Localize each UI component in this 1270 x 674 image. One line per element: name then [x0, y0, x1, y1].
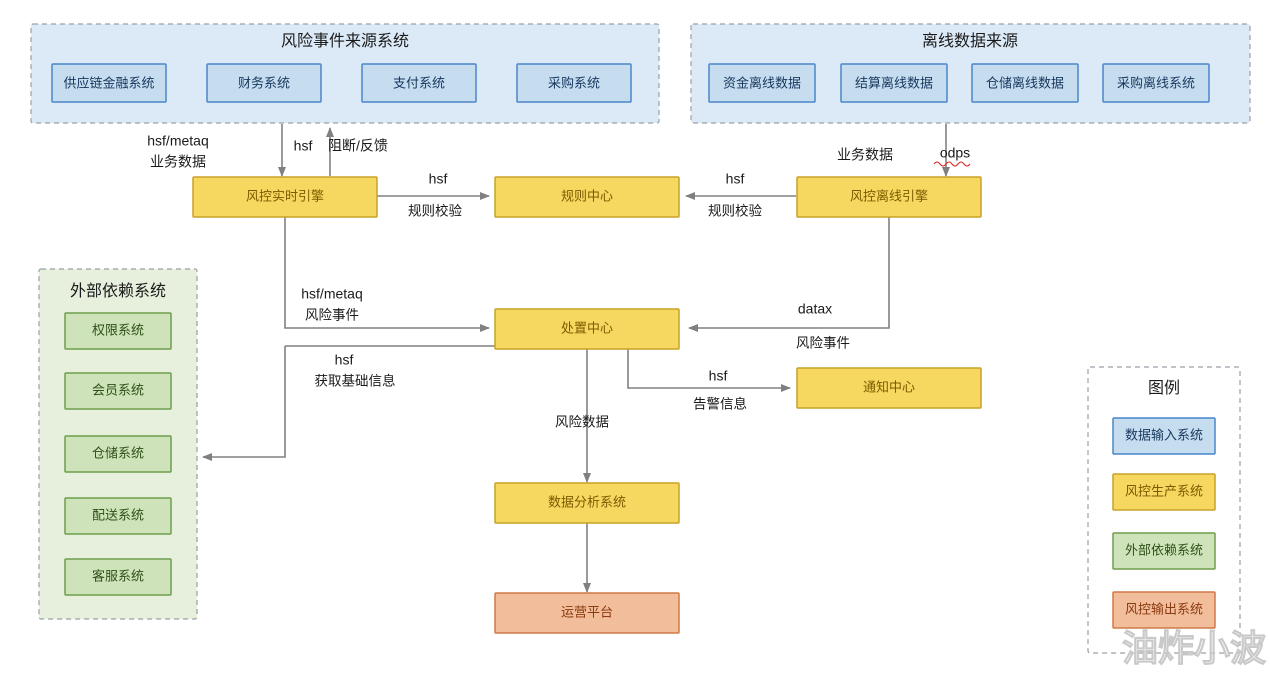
- legend-swatch: [1112, 417, 1216, 455]
- node-label: 仓储系统: [92, 445, 144, 460]
- node-label: 支付系统: [393, 75, 445, 90]
- node-label: 风控实时引擎: [246, 188, 324, 203]
- node-label: 风控离线引擎: [850, 188, 928, 203]
- node-permission-system[interactable]: 权限系统: [64, 312, 172, 350]
- edge-labels: hsf/metaq 业务数据 hsf 阻断/反馈 hsf 规则校验 hsf 规则…: [147, 133, 971, 430]
- legend-swatch: [1112, 473, 1216, 511]
- node-label: 规则中心: [561, 188, 613, 203]
- legend-item-input-system: 数据输入系统: [1112, 417, 1216, 455]
- label-src-to-realtime-protocol: hsf/metaq: [147, 133, 208, 149]
- label-realtime-external-action: 获取基础信息: [315, 373, 396, 389]
- legend-swatch: [1112, 591, 1216, 629]
- node-notify-center[interactable]: 通知中心: [796, 367, 982, 409]
- legend-item-external-system: 外部依赖系统: [1112, 532, 1216, 570]
- node-label: 供应链金融系统: [63, 75, 154, 90]
- risk-sources-panel: [30, 23, 660, 124]
- node-label: 采购离线系统: [1117, 75, 1195, 90]
- node-offline-engine[interactable]: 风控离线引擎: [796, 176, 982, 218]
- label-feedback-protocol: hsf: [294, 138, 313, 154]
- legend-label: 数据输入系统: [1125, 427, 1203, 442]
- node-finance-system[interactable]: 财务系统: [206, 63, 322, 103]
- label-realtime-external-protocol: hsf: [335, 352, 354, 368]
- offline-sources-title: 离线数据来源: [922, 32, 1018, 50]
- edge-to-external-systems: [202, 346, 286, 461]
- label-realtime-rule-action: 规则校验: [408, 203, 462, 219]
- label-offline-disposal-payload: 风险事件: [796, 336, 850, 351]
- edge-disposal-to-notify: [627, 349, 791, 392]
- external-title: 外部依赖系统: [70, 282, 166, 300]
- node-label: 数据分析系统: [548, 494, 626, 509]
- node-label: 通知中心: [863, 379, 915, 394]
- label-offline-rule-action: 规则校验: [708, 203, 762, 219]
- group-risk-event-sources: 风险事件来源系统 供应链金融系统 财务系统 支付系统 采购系统: [30, 23, 660, 124]
- node-label: 仓储离线数据: [986, 75, 1064, 90]
- node-label: 采购系统: [548, 75, 600, 90]
- group-offline-data-sources: 离线数据来源 资金离线数据 结算离线数据 仓储离线数据 采购离线系统: [690, 23, 1251, 124]
- node-procurement-system[interactable]: 采购系统: [516, 63, 632, 103]
- node-fund-offline-data[interactable]: 资金离线数据: [708, 63, 816, 103]
- node-realtime-engine[interactable]: 风控实时引擎: [192, 176, 378, 218]
- label-offline-disposal-protocol: datax: [798, 301, 832, 317]
- risk-sources-title: 风险事件来源系统: [281, 32, 409, 50]
- label-disposal-notify-payload: 告警信息: [693, 396, 747, 412]
- node-ops-platform[interactable]: 运营平台: [494, 592, 680, 634]
- group-external-dependencies: 外部依赖系统 权限系统 会员系统 仓储系统 配送系统 客服系统: [38, 268, 198, 620]
- label-realtime-disposal-protocol: hsf/metaq: [301, 286, 362, 302]
- edge-offline-to-disposal: [688, 217, 890, 332]
- node-customer-service-system[interactable]: 客服系统: [64, 558, 172, 596]
- node-label: 财务系统: [238, 75, 290, 90]
- label-disposal-notify-protocol: hsf: [709, 368, 728, 384]
- legend-label: 外部依赖系统: [1125, 542, 1203, 557]
- node-delivery-system[interactable]: 配送系统: [64, 497, 172, 535]
- label-src-to-realtime-payload: 业务数据: [150, 154, 206, 170]
- node-label: 配送系统: [92, 507, 144, 522]
- label-disposal-analysis-payload: 风险数据: [555, 415, 609, 430]
- legend-label: 风控输出系统: [1125, 601, 1203, 616]
- node-procurement-offline-system[interactable]: 采购离线系统: [1102, 63, 1210, 103]
- node-warehouse-system[interactable]: 仓储系统: [64, 435, 172, 473]
- watermark: 油炸小波: [1122, 628, 1266, 669]
- node-disposal-center[interactable]: 处置中心: [494, 308, 680, 350]
- node-rule-center[interactable]: 规则中心: [494, 176, 680, 218]
- node-payment-system[interactable]: 支付系统: [361, 63, 477, 103]
- label-feedback-text: 阻断/反馈: [328, 138, 388, 154]
- node-member-system[interactable]: 会员系统: [64, 372, 172, 410]
- node-label: 会员系统: [92, 382, 144, 397]
- node-label: 处置中心: [561, 320, 613, 335]
- label-offline-source-payload: 业务数据: [837, 147, 893, 163]
- label-offline-rule-protocol: hsf: [726, 171, 745, 187]
- label-odps: odps: [940, 145, 970, 161]
- node-label: 运营平台: [561, 604, 613, 619]
- legend-label: 风控生产系统: [1125, 483, 1203, 498]
- node-label: 结算离线数据: [855, 75, 933, 90]
- node-label: 客服系统: [92, 568, 144, 583]
- node-label: 权限系统: [92, 322, 144, 337]
- legend-item-output-system: 风控输出系统: [1112, 591, 1216, 629]
- label-realtime-rule-protocol: hsf: [429, 171, 448, 187]
- spellcheck-squiggle-icon: [933, 161, 971, 167]
- node-analysis-system[interactable]: 数据分析系统: [494, 482, 680, 524]
- node-settlement-offline-data[interactable]: 结算离线数据: [840, 63, 948, 103]
- connectors: [202, 124, 950, 593]
- legend-panel: 图例 数据输入系统 风控生产系统 外部依赖系统 风控输出系统: [1087, 366, 1241, 654]
- legend-swatch: [1112, 532, 1216, 570]
- label-realtime-disposal-payload: 风险事件: [305, 308, 359, 323]
- node-label: 资金离线数据: [723, 75, 801, 90]
- node-warehouse-offline-data[interactable]: 仓储离线数据: [971, 63, 1079, 103]
- edge-realtime-to-disposal: [284, 217, 490, 332]
- legend-item-production-system: 风控生产系统: [1112, 473, 1216, 511]
- legend-title: 图例: [1148, 379, 1180, 397]
- node-supply-chain-finance[interactable]: 供应链金融系统: [51, 63, 167, 103]
